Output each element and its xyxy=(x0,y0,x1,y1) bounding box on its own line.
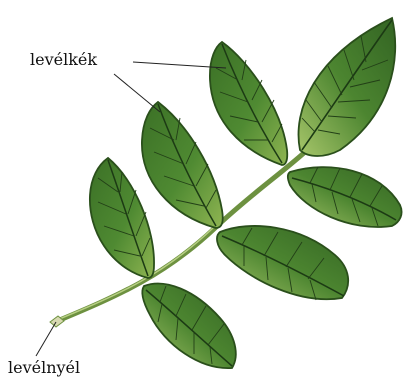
petiole-label: levélnyél xyxy=(8,360,80,376)
leaflet-middle-right xyxy=(217,226,348,300)
petiole-leader-line xyxy=(36,322,56,356)
leaflet-upper-right xyxy=(288,167,402,227)
leaflet-upper-left xyxy=(210,42,287,165)
leaflet-middle-left xyxy=(142,102,223,228)
leaflet-lower-right xyxy=(142,284,236,369)
leaflet-leader-line-2 xyxy=(114,74,160,112)
leaflet-terminal xyxy=(298,18,395,156)
leaflet-label: levélkék xyxy=(30,52,97,68)
leaflet-lower-left xyxy=(90,158,154,278)
